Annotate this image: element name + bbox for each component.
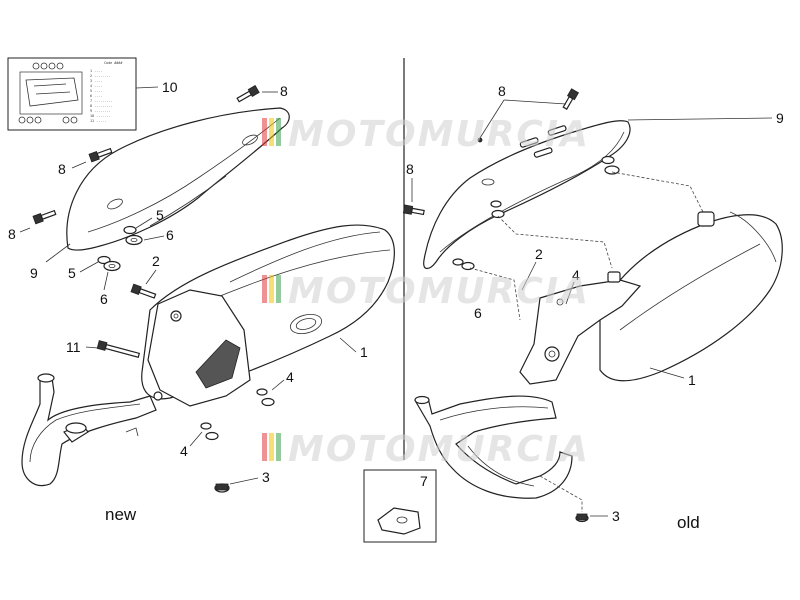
header-pipe-new [21,373,157,487]
callout-5-lower: 5 [68,265,76,281]
callout-1-old: 1 [688,372,696,388]
watermark-bottom: MOTOMURCIA [262,429,590,470]
muffler-old [519,211,783,385]
callout-6-lower: 6 [100,291,108,307]
nut-3-new [214,483,230,493]
washers-old [452,155,620,271]
callout-3-old: 3 [612,508,620,524]
callout-8-new-low: 8 [8,226,16,242]
washers-5-6-lower [97,255,121,272]
callout-3-new: 3 [262,469,270,485]
callout-8-old-left: 8 [406,161,414,177]
callout-11: 11 [66,339,81,355]
header-pipe-old [414,395,573,499]
washers-4-new-lower [200,422,219,441]
heat-shield-new [66,107,290,251]
nut-3-old [575,513,589,523]
muffler-new [141,224,395,407]
variant-label-old: old [677,513,700,532]
callout-5-upper: 5 [156,207,164,223]
watermark-text: MOTOMURCIA [288,271,590,312]
heat-shield-old [423,120,631,270]
callout-8-new-mid: 8 [58,161,66,177]
callout-10: 10 [162,79,178,95]
callout-7: 7 [420,473,428,489]
label-card-10: Code #### 1 .... 2 ........ 3 .... 4 ...… [7,57,137,131]
variant-label-new: new [105,505,137,524]
watermark-text: MOTOMURCIA [288,429,590,470]
callout-2-new: 2 [152,253,160,269]
label-card-line: 11 ..... [90,119,106,123]
screw-2-new [130,283,157,299]
callout-8-new-top: 8 [280,83,288,99]
callout-4-old: 4 [572,267,580,283]
label-card-line: 3 .... [90,79,102,83]
bolt-11 [96,340,141,358]
callout-9-old: 9 [776,110,784,126]
label-card-line: 6 .... [90,94,102,98]
callout-9-new: 9 [30,265,38,281]
label-card-drawing [18,62,83,124]
label-card-line: 8 ......... [90,104,112,108]
callout-8-old-top: 8 [498,83,506,99]
callout-4-new-lower: 4 [180,443,188,459]
washers-5-6-upper [123,225,143,246]
label-card-line: 5 .... [90,89,102,93]
watermark-middle: MOTOMURCIA [262,271,590,312]
callout-6-upper: 6 [166,227,174,243]
screw-8-low [32,209,57,225]
callout-4-new-upper: 4 [286,369,294,385]
callout-1-new: 1 [360,344,368,360]
screw-8-top [236,84,260,103]
label-card-line: 4 .... [90,84,102,88]
watermark-text: MOTOMURCIA [288,114,590,155]
label-card-heading: Code #### [104,61,123,65]
label-card-line: 1 .... [90,69,102,73]
watermark-top: MOTOMURCIA [262,114,590,155]
callout-6-old: 6 [474,305,482,321]
box-7-clip [363,469,437,543]
screw-8-old-top [562,88,580,110]
label-card-line: 2 ........ [90,74,110,78]
label-card-line: 7 ......... [90,99,112,103]
label-card-line: 10 ....... [90,114,110,118]
washers-4-new-upper [256,388,275,407]
screw-8-old-left [402,204,425,216]
screw-8-mid [88,147,113,163]
label-card-line: 9 ........ [90,109,110,113]
callout-2-old: 2 [535,246,543,262]
